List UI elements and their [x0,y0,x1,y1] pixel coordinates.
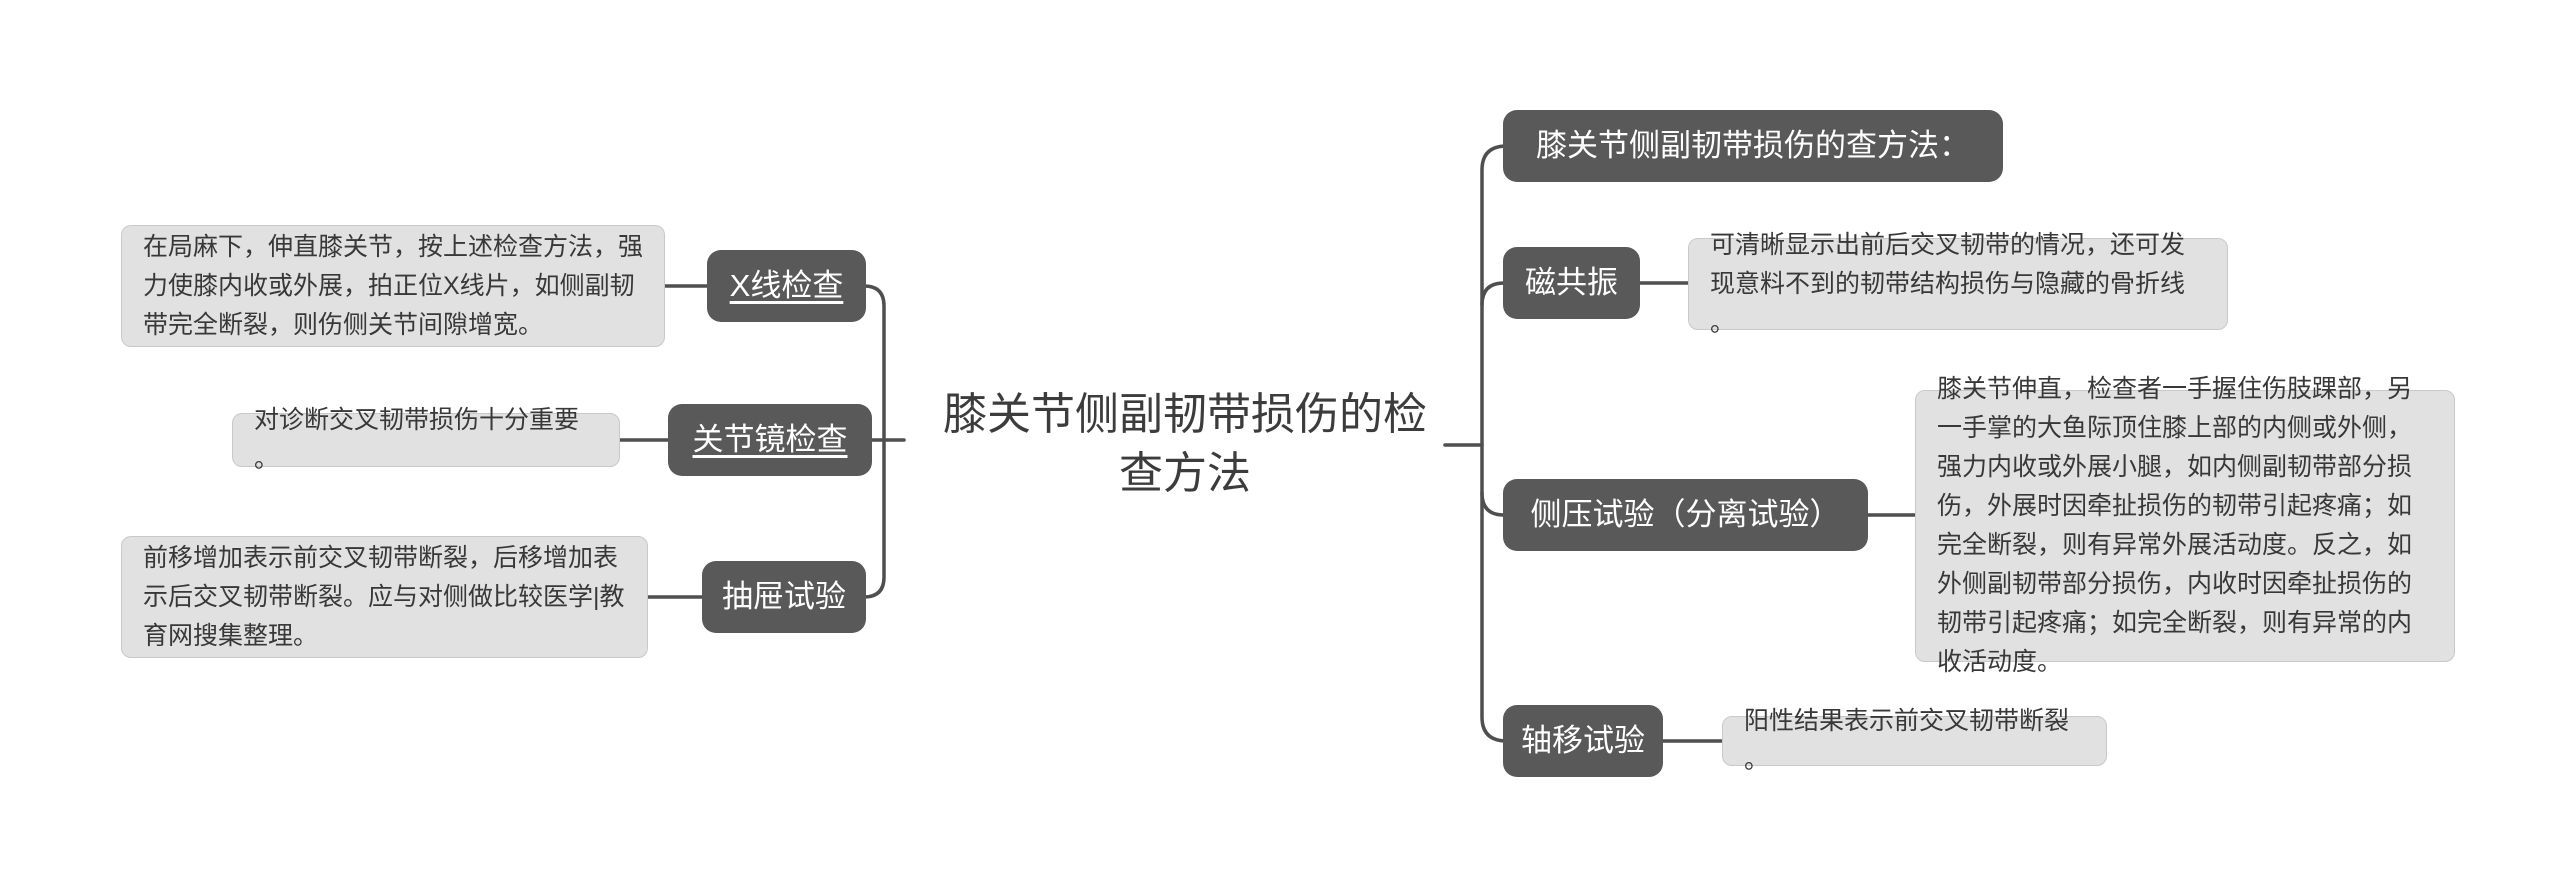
note-side-pressure-test[interactable]: 膝关节伸直，检查者一手握住伤肢踝部，另一手掌的大鱼际顶住膝上部的内侧或外侧，强力… [1915,375,2455,676]
note-arthroscopy-text: 对诊断交叉韧带损伤十分重要。 [254,406,580,473]
topic-node-pivot-shift-test-label: 轴移试验 [1521,723,1645,759]
topic-node-arthroscopy-label: 关节镜检查 [692,422,848,458]
note-drawer-test-text: 前移增加表示前交叉韧带断裂，后移增加表示后交叉韧带断裂。应与对侧做比较医学|教育… [143,543,625,650]
note-xray[interactable]: 在局麻下，伸直膝关节，按上述检查方法，强力使膝内收或外展，拍正位X线片，如侧副韧… [121,225,665,347]
topic-node-drawer-test[interactable]: 抽屉试验 [702,561,866,633]
note-pivot-shift-test[interactable]: 阳性结果表示前交叉韧带断裂。 [1722,707,2107,774]
note-xray-text: 在局麻下，伸直膝关节，按上述检查方法，强力使膝内收或外展，拍正位X线片，如侧副韧… [143,232,644,339]
note-arthroscopy[interactable]: 对诊断交叉韧带损伤十分重要。 [232,406,620,473]
note-mri-text: 可清晰显示出前后交叉韧带的情况，还可发现意料不到的韧带结构损伤与隐藏的骨折线。 [1710,230,2186,337]
right-branch-connectors [1443,144,1920,743]
left-branch-connectors [615,284,906,599]
topic-node-drawer-test-label: 抽屉试验 [722,579,846,615]
note-mri[interactable]: 可清晰显示出前后交叉韧带的情况，还可发现意料不到的韧带结构损伤与隐藏的骨折线。 [1688,231,2228,337]
topic-node-mri-label: 磁共振 [1525,265,1618,301]
topic-node-xray-label: X线检查 [729,268,844,304]
note-side-pressure-test-text: 膝关节伸直，检查者一手握住伤肢踝部，另一手掌的大鱼际顶住膝上部的内侧或外侧，强力… [1937,375,2413,676]
topic-node-side-pressure-test[interactable]: 侧压试验（分离试验） [1503,479,1868,551]
topic-node-mri[interactable]: 磁共振 [1503,247,1640,319]
connector-right-bus [1480,144,1509,743]
note-pivot-shift-test-text: 阳性结果表示前交叉韧带断裂。 [1744,707,2070,774]
note-drawer-test[interactable]: 前移增加表示前交叉韧带断裂，后移增加表示后交叉韧带断裂。应与对侧做比较医学|教育… [121,536,648,658]
topic-node-side-pressure-test-label: 侧压试验（分离试验） [1530,497,1841,533]
topic-node-xray[interactable]: X线检查 [707,250,866,322]
topic-node-pivot-shift-test[interactable]: 轴移试验 [1503,705,1663,777]
central-topic[interactable]: 膝关节侧副韧带损伤的检查方法 [943,390,1427,498]
topic-node-header[interactable]: 膝关节侧副韧带损伤的查方法： [1503,110,2003,182]
topic-node-arthroscopy[interactable]: 关节镜检查 [668,404,872,476]
topic-node-header-label: 膝关节侧副韧带损伤的查方法： [1536,128,1970,164]
